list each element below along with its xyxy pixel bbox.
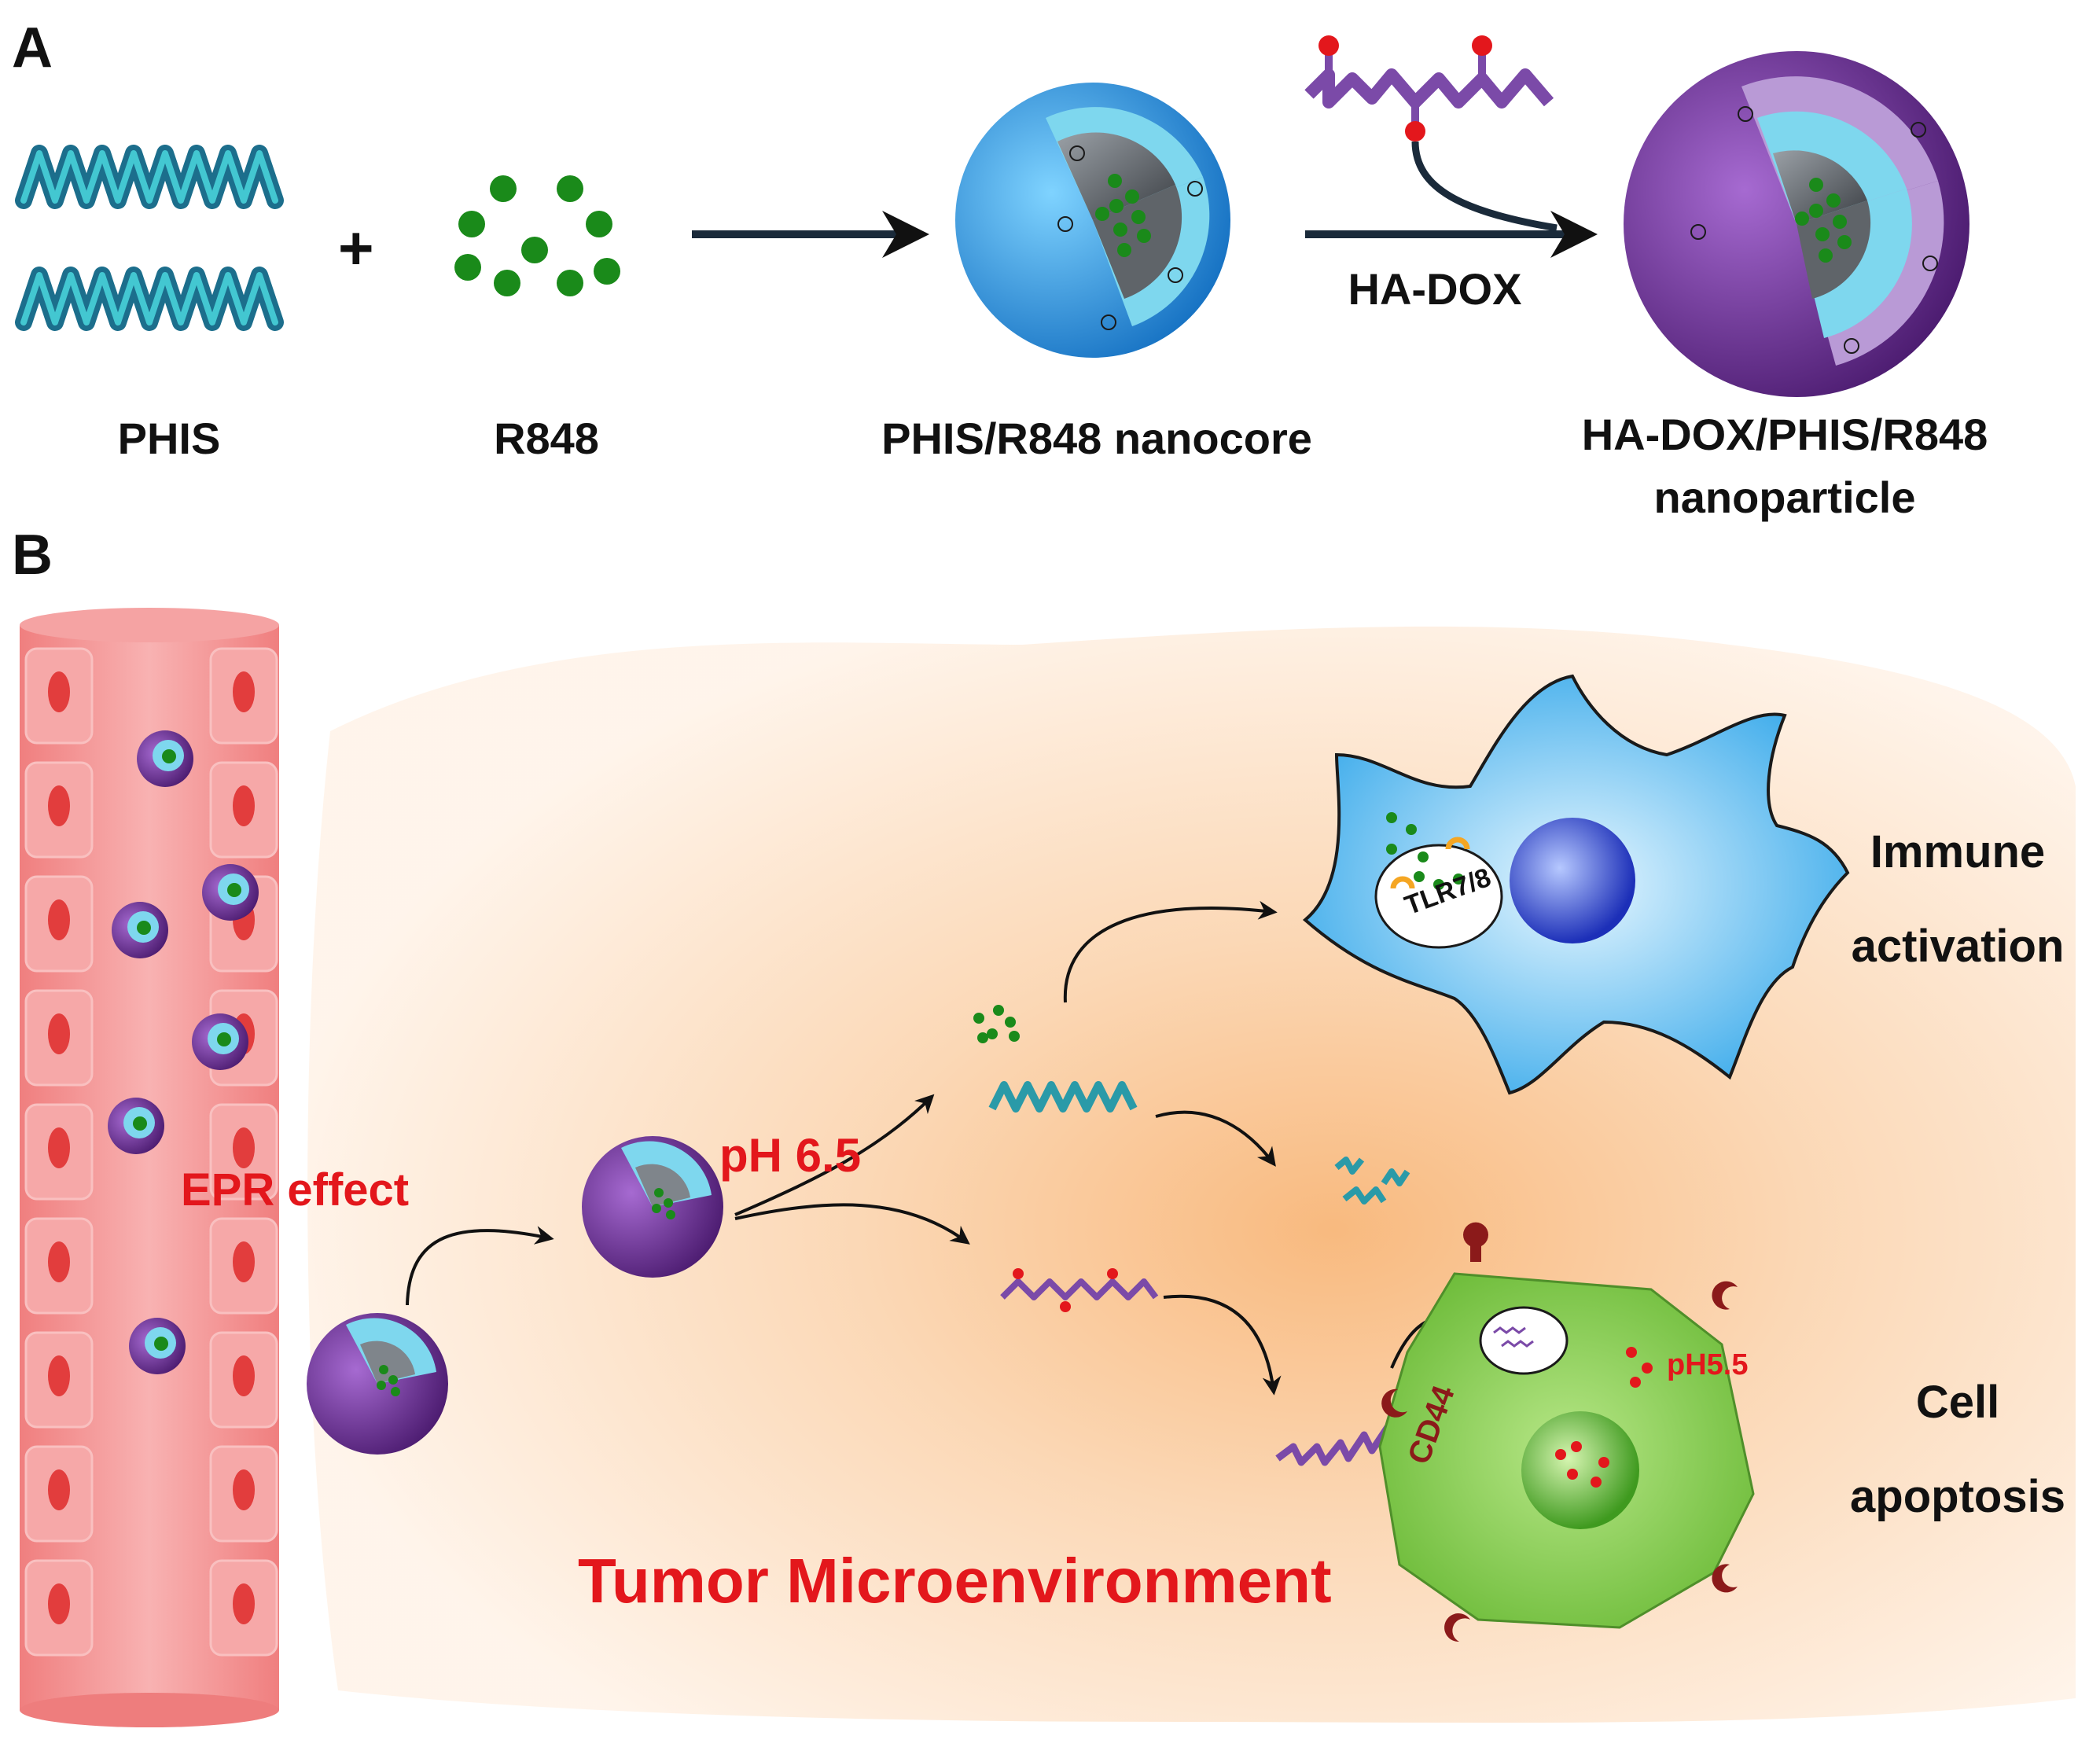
endothelial-nucleus xyxy=(233,1469,255,1510)
endothelial-nucleus xyxy=(48,1469,70,1510)
released-r848 xyxy=(973,1005,1020,1043)
label-nanocore: PHIS/R848 nanocore xyxy=(881,414,1312,463)
circulating-nanoparticle xyxy=(129,1318,186,1374)
label-ha-dox: HA-DOX xyxy=(1348,264,1522,314)
panel-a-letter: A xyxy=(12,17,53,79)
panel-b-letter: B xyxy=(12,524,53,587)
circulating-nanoparticle xyxy=(192,1013,248,1070)
plus-sign: + xyxy=(338,213,374,282)
circulating-nanoparticles xyxy=(108,730,259,1374)
label-nanoparticle-line1: HA-DOX/PHIS/R848 xyxy=(1581,410,1988,459)
endothelial-nucleus xyxy=(233,1583,255,1624)
label-immune: Immune xyxy=(1870,826,2046,877)
endothelial-nucleus xyxy=(48,899,70,940)
endothelial-nucleus xyxy=(233,1355,255,1396)
endothelial-nucleus xyxy=(233,1127,255,1168)
extravasated-nanoparticle xyxy=(307,1313,448,1455)
nanocore-sphere xyxy=(955,83,1230,358)
endothelial-nucleus xyxy=(233,671,255,712)
endothelial-nucleus xyxy=(48,785,70,826)
phis-polymer-icon xyxy=(15,145,284,331)
ha-dox-joining-curve xyxy=(1411,141,1558,232)
label-ph-6-5: pH 6.5 xyxy=(719,1129,862,1182)
label-nanoparticle-line2: nanoparticle xyxy=(1653,473,1916,522)
label-r848: R848 xyxy=(494,414,599,463)
endothelial-nucleus xyxy=(48,1013,70,1054)
endothelial-nucleus xyxy=(233,785,255,826)
endothelial-cells xyxy=(24,647,278,1657)
r848-drug-icon xyxy=(454,175,620,296)
ha-dox-chain-icon xyxy=(1304,35,1554,142)
circulating-nanoparticle xyxy=(137,730,193,787)
label-activation: activation xyxy=(1851,921,2065,972)
nanoparticle-sphere xyxy=(1624,51,1969,397)
released-phis xyxy=(988,1081,1138,1113)
label-tumor-microenvironment: Tumor Microenvironment xyxy=(578,1546,1332,1616)
blood-vessel xyxy=(20,608,279,1727)
endothelial-nucleus xyxy=(48,1583,70,1624)
endothelial-nucleus xyxy=(48,671,70,712)
endothelial-nucleus xyxy=(48,1355,70,1396)
tumor-cell xyxy=(1378,1222,1755,1642)
degraded-phis xyxy=(1334,1157,1410,1205)
label-ph-5-5: pH5.5 xyxy=(1667,1348,1749,1381)
circulating-nanoparticle xyxy=(202,864,259,921)
dendritic-cell xyxy=(1302,674,1850,1095)
endothelial-nucleus xyxy=(48,1127,70,1168)
tumor-nanoparticle xyxy=(582,1136,723,1278)
label-epr-effect: EPR effect xyxy=(181,1164,410,1216)
label-cell: Cell xyxy=(1915,1377,2000,1428)
endothelial-nucleus xyxy=(48,1241,70,1282)
circulating-nanoparticle xyxy=(112,902,168,958)
released-ha-dox xyxy=(1000,1268,1159,1312)
label-phis: PHIS xyxy=(117,414,221,463)
label-apoptosis: apoptosis xyxy=(1850,1471,2065,1522)
circulating-nanoparticle xyxy=(108,1098,164,1154)
endothelial-nucleus xyxy=(233,1241,255,1282)
